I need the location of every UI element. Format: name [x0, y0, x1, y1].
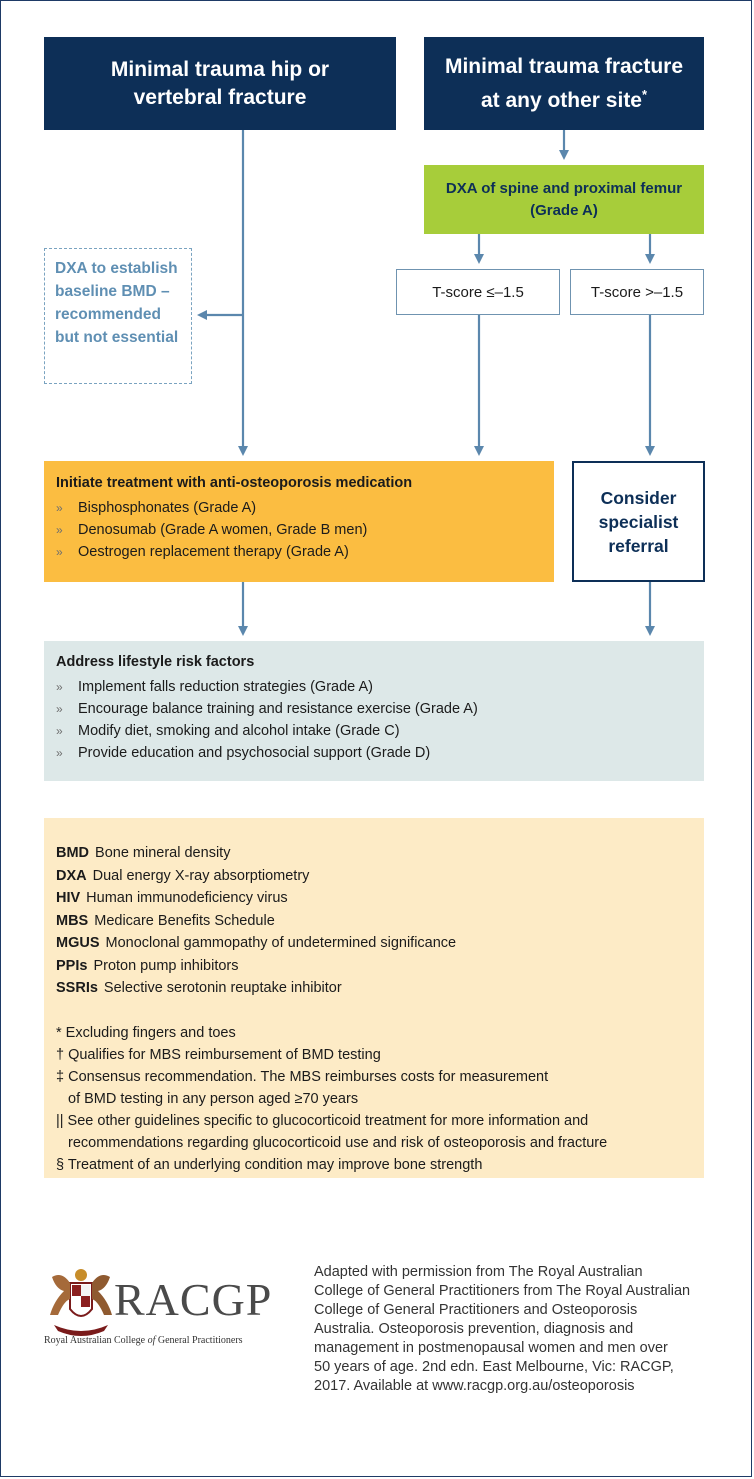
footnote: § Treatment of an underlying condition m… [56, 1157, 483, 1173]
racgp-wordmark: RACGP [114, 1274, 273, 1325]
footnote: || See other guidelines specific to gluc… [56, 1113, 589, 1129]
footnote-continuation: of BMD testing in any person aged ≥70 ye… [68, 1091, 359, 1107]
lifestyle-item: »Implement falls reduction strategies (G… [56, 679, 373, 695]
racgp-subtitle: Royal Australian College of General Prac… [44, 1335, 243, 1346]
footnote: ‡ Consensus recommendation. The MBS reim… [56, 1069, 549, 1085]
node-hip-vertebral-fracture: Minimal trauma hip or vertebral fracture [44, 37, 396, 130]
footnote-continuation: recommendations regarding glucocorticoid… [68, 1135, 608, 1151]
node-lifestyle-risk-factors: Address lifestyle risk factors »Implemen… [44, 641, 704, 781]
node-dxa-spine-femur: DXA of spine and proximal femur (Grade A… [424, 165, 704, 234]
lifestyle-item: »Encourage balance training and resistan… [56, 701, 478, 717]
racgp-logo: RACGP Royal Australian College of Genera… [44, 1265, 294, 1365]
treatment-title: Initiate treatment with anti-osteoporosi… [56, 475, 413, 491]
node-dxa-baseline: DXA to establish baseline BMD – recommen… [44, 248, 192, 384]
treatment-item: »Bisphosphonates (Grade A) [56, 500, 257, 516]
lifestyle-item: »Provide education and psychosocial supp… [56, 745, 431, 761]
node-specialist-referral: Consider specialist referral [572, 461, 705, 582]
treatment-item: »Denosumab (Grade A women, Grade B men) [56, 522, 368, 538]
racgp-crest-icon [50, 1269, 112, 1336]
node-tscore-low: T-score ≤–1.5 [396, 269, 560, 315]
footnote: † Qualifies for MBS reimbursement of BMD… [56, 1047, 381, 1063]
footnote-list: * Excluding fingers and toes † Qualifies… [56, 1022, 607, 1176]
lifestyle-title: Address lifestyle risk factors [56, 654, 255, 670]
lifestyle-item: »Modify diet, smoking and alcohol intake… [56, 723, 400, 739]
adaptation-credit: Adapted with permission from The Royal A… [314, 1264, 691, 1394]
node-tscore-high: T-score >–1.5 [570, 269, 704, 315]
treatment-item: »Oestrogen replacement therapy (Grade A) [56, 544, 349, 560]
node-initiate-treatment: Initiate treatment with anti-osteoporosi… [44, 461, 554, 582]
footnote: * Excluding fingers and toes [56, 1025, 236, 1041]
node-other-site-fracture: Minimal trauma fracture at any other sit… [424, 37, 704, 130]
